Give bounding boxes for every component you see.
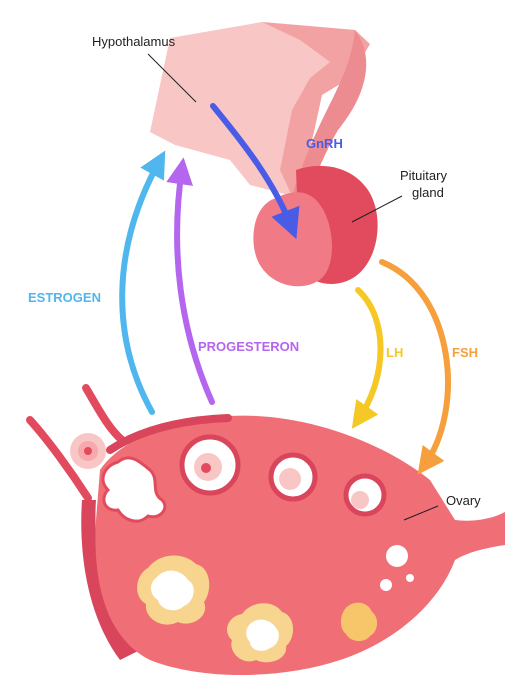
estrogen-arrow: [122, 160, 160, 412]
estrogen-label: ESTROGEN: [28, 290, 101, 305]
lh-label: LH: [386, 345, 403, 360]
gnrh-label: GnRH: [306, 136, 343, 151]
pituitary-label-line2: gland: [412, 185, 444, 200]
progesteron-label: PROGESTERON: [198, 339, 299, 354]
pituitary-label-line1: Pituitary: [400, 168, 447, 183]
fsh-arrow: [382, 262, 448, 466]
fsh-label: FSH: [452, 345, 478, 360]
ovary-label: Ovary: [446, 493, 481, 508]
ovary-structure: [30, 388, 505, 675]
lh-arrow: [358, 290, 381, 420]
hypothalamus-label: Hypothalamus: [92, 34, 176, 49]
progesteron-arrow: [177, 168, 212, 402]
